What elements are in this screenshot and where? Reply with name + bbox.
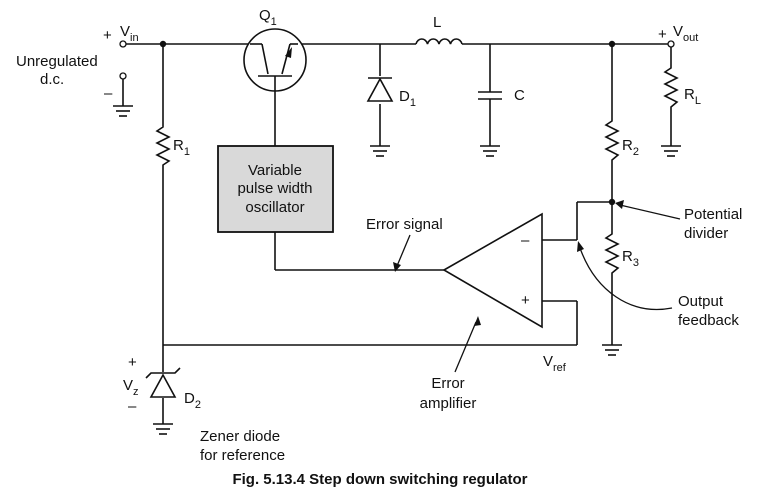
d2-label: D2 [184, 390, 201, 411]
vz-minus-sign: – [128, 398, 137, 415]
resistor-r1 [155, 124, 171, 168]
output-feedback-label-1: Output [678, 293, 724, 310]
figure-caption: Fig. 5.13.4 Step down switching regulato… [232, 471, 527, 488]
opamp-minus-sign: – [521, 232, 530, 249]
oscillator-text-1: Variable [248, 162, 302, 179]
inductor-label: L [433, 14, 441, 31]
r2-label: R2 [622, 137, 639, 158]
rl-label: RL [684, 86, 701, 107]
opamp-plus-sign: + [521, 292, 530, 309]
zener-label-1: Zener diode [200, 428, 280, 445]
oscillator-text-2: pulse width [237, 180, 312, 197]
capacitor-label: C [514, 87, 525, 104]
d1-label: D1 [399, 88, 416, 109]
vz-label: Vz [123, 377, 139, 398]
unregulated-label-2: d.c. [40, 71, 64, 88]
potential-divider-label-1: Potential [684, 206, 742, 223]
r3-label: R3 [622, 248, 639, 269]
zener-label-2: for reference [200, 447, 285, 464]
error-amplifier-label-1: Error [431, 375, 464, 392]
diode-d1 [366, 77, 394, 102]
vin-minus-sign: – [104, 85, 113, 102]
oscillator-text-3: oscillator [245, 199, 304, 216]
capacitor-c [478, 91, 502, 100]
error-amplifier [442, 212, 543, 329]
error-signal-label: Error signal [366, 216, 443, 233]
terminals [119, 40, 675, 80]
resistor-rl [663, 64, 679, 114]
resistor-r3 [604, 230, 620, 278]
wires [122, 43, 672, 424]
potential-divider-label-2: divider [684, 225, 728, 242]
vout-plus-sign: + [658, 26, 667, 43]
vz-plus-sign: + [128, 354, 137, 371]
vref-label: Vref [543, 353, 567, 374]
unregulated-label-1: Unregulated [16, 53, 98, 70]
annotation-arrows [393, 200, 681, 373]
inductor-l [415, 38, 463, 45]
junctions [159, 40, 616, 206]
output-feedback-label-2: feedback [678, 312, 739, 329]
ground-symbols [113, 105, 681, 435]
vin-plus-sign: + [103, 27, 112, 44]
vout-label: Vout [673, 23, 698, 44]
oscillator-box [217, 145, 334, 233]
vin-label: Vin [120, 23, 139, 44]
error-amplifier-label-2: amplifier [420, 395, 477, 412]
zener-diode-d2 [145, 367, 181, 398]
resistor-r2 [604, 118, 620, 168]
transistor-q1 [243, 28, 307, 92]
r1-label: R1 [173, 137, 190, 158]
q1-label: Q1 [259, 7, 277, 28]
labels: + Vin Unregulated d.c. – Q1 L D1 C + Vou… [16, 7, 742, 488]
